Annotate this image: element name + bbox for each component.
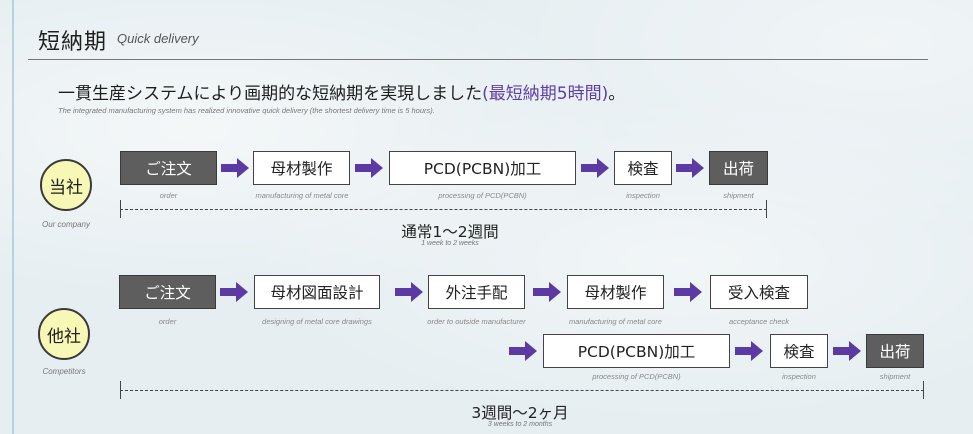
flow-step-caption: order to outside manufacturer	[427, 317, 526, 326]
right-arrow-icon	[833, 341, 861, 361]
our-duration: 通常1〜2週間	[401, 223, 499, 241]
headline-main: 一貫生産システムにより画期的な短納期を実現しました	[58, 84, 483, 104]
section-subtitle: Quick delivery	[117, 31, 199, 46]
flow-step-caption: order	[158, 317, 177, 326]
competitors-caption: Competitors	[42, 367, 86, 376]
headline-end: 。	[608, 84, 626, 104]
timeline-dashed-line	[120, 209, 767, 210]
our-company-caption: Our company	[41, 220, 91, 229]
timeline-end-tick	[923, 381, 924, 399]
flow-step-caption: inspection	[782, 372, 816, 381]
section-title: 短納期	[38, 30, 108, 55]
flow-step-shipment: 出荷	[709, 151, 768, 185]
flow-step-caption: processing of PCD(PCBN)	[592, 372, 681, 381]
flow-step-caption: designing of metal core drawings	[262, 317, 372, 326]
flow-step-core-manufacturing: 母材製作	[253, 151, 350, 185]
flow-step-acceptance-check: 受入検査	[710, 275, 808, 309]
flow-step-pcd-processing: PCD(PCBN)加工	[543, 334, 730, 368]
flow-step-caption: acceptance check	[728, 317, 790, 326]
our-company-badge: 当社	[40, 159, 92, 211]
right-arrow-icon	[674, 282, 702, 302]
right-arrow-icon	[735, 341, 763, 361]
right-arrow-icon	[676, 158, 704, 178]
right-arrow-icon	[220, 282, 248, 302]
competitors-badge: 他社	[38, 308, 90, 360]
timeline-end-tick	[766, 200, 767, 218]
headline-highlight: (最短納期5時間)	[482, 84, 609, 104]
headline: 一貫生産システムにより画期的な短納期を実現しました(最短納期5時間)。	[58, 79, 625, 104]
flow-step-inspection: 検査	[614, 151, 672, 185]
flow-step-outsourcing: 外注手配	[428, 275, 525, 309]
flow-step-caption: manufacturing of metal core	[569, 317, 662, 326]
right-arrow-icon	[509, 341, 537, 361]
competitor-duration: 3週間〜2ヶ月	[471, 404, 569, 422]
flow-step-caption: order	[159, 191, 178, 200]
flow-step-caption: manufacturing of metal core	[255, 191, 349, 200]
competitor-duration-english: 3 weeks to 2 months	[487, 421, 553, 428]
our-duration-english: 1 week to 2 weeks	[421, 240, 479, 247]
headline-english: The integrated manufacturing system has …	[58, 106, 435, 115]
flow-step-order: ご注文	[119, 275, 216, 309]
flow-step-pcd-processing: PCD(PCBN)加工	[389, 151, 576, 185]
flow-step-shipment: 出荷	[866, 334, 924, 368]
flow-step-caption: shipment	[879, 372, 911, 381]
right-arrow-icon	[221, 158, 249, 178]
right-arrow-icon	[581, 158, 609, 178]
right-arrow-icon	[533, 282, 561, 302]
flow-step-core-design: 母材図面設計	[254, 275, 380, 309]
title-divider	[28, 59, 928, 60]
flow-step-order: ご注文	[120, 151, 217, 185]
flow-step-caption: inspection	[626, 191, 660, 200]
flow-step-caption: processing of PCD(PCBN)	[438, 191, 527, 200]
flow-step-caption: shipment	[723, 191, 754, 200]
timeline-dashed-line	[120, 390, 924, 391]
flow-step-core-manufacturing: 母材製作	[567, 275, 664, 309]
flow-step-inspection: 検査	[770, 334, 828, 368]
right-arrow-icon	[395, 282, 423, 302]
right-arrow-icon	[355, 158, 383, 178]
left-accent-rule	[12, 0, 14, 434]
